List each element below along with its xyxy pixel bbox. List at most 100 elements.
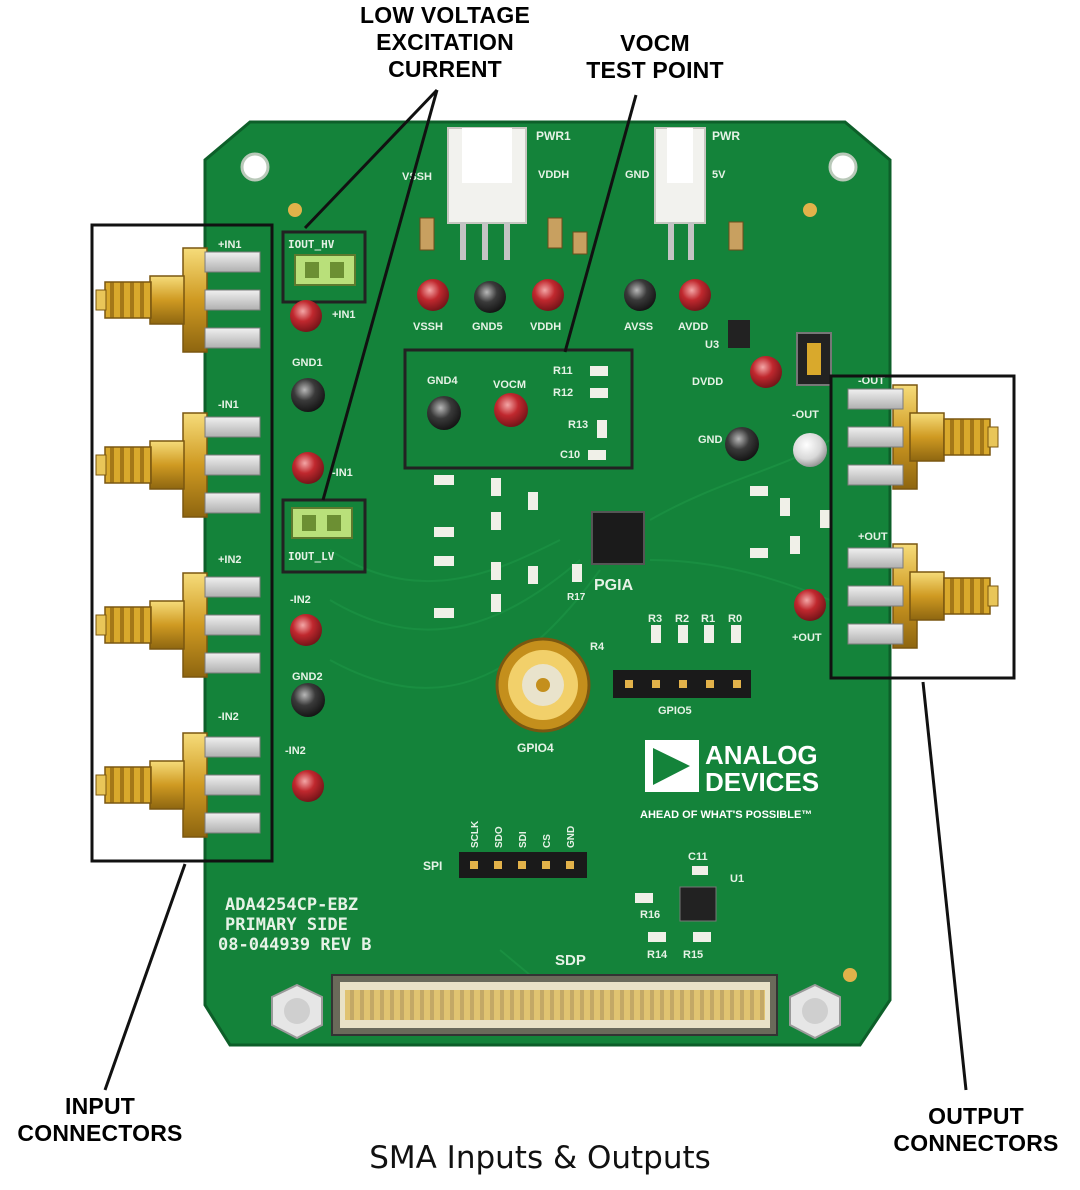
output-sma-connector-2: [847, 543, 999, 649]
c11-label: C11: [688, 851, 708, 863]
tp-label-gnd2: GND2: [292, 671, 323, 683]
power-capacitors: [419, 217, 744, 255]
callout-vocm-line1: VOCM: [620, 30, 690, 56]
callout-input-connectors: INPUT CONNECTORS: [0, 1093, 200, 1147]
tp-label-vssh: VSSH: [413, 321, 443, 333]
iout-hv-jumper: [281, 230, 367, 304]
u1-passives: [635, 866, 711, 942]
tp-out-minus: [793, 433, 827, 467]
callout-low-voltage-line2: EXCITATION: [376, 29, 514, 55]
iout-lv-jumper: [281, 498, 367, 574]
callout-low-voltage-line3: CURRENT: [388, 56, 502, 82]
callout-low-voltage: LOW VOLTAGE EXCITATION CURRENT: [330, 2, 560, 83]
vssh-top-label: VSSH: [402, 171, 432, 183]
left-test-points: [290, 300, 325, 802]
u1-chip: [679, 886, 717, 922]
input-sma-connector-2: [95, 412, 261, 518]
logo-devices: DEVICES: [705, 767, 819, 797]
tp-dvdd: [750, 356, 782, 388]
callout-input-line2: CONNECTORS: [17, 1120, 183, 1146]
tp-label-avss: AVSS: [624, 321, 653, 333]
input-label-in1p: +IN1: [218, 239, 242, 251]
tp-label-in2m-b: -IN2: [285, 745, 306, 757]
callout-output-line1: OUTPUT: [928, 1103, 1024, 1129]
tp-label-gnd5: GND5: [472, 321, 503, 333]
spi-pin-gnd: GND: [566, 826, 577, 848]
r17-label: R17: [567, 592, 586, 603]
pwr-label: PWR: [712, 129, 740, 143]
out-minus-tp-label: -OUT: [792, 409, 819, 421]
pwr1-label: PWR1: [536, 129, 571, 143]
input-sma-connector-4: [95, 732, 261, 838]
input-connectors-box: [90, 223, 274, 863]
callout-low-voltage-line1: LOW VOLTAGE: [360, 2, 530, 28]
callout-lines: [103, 88, 968, 1091]
pwr-connector: [654, 127, 706, 260]
callout-vocm: VOCM TEST POINT: [560, 30, 750, 84]
tp-out-plus: [794, 589, 826, 621]
tp-gnd-right: [725, 427, 759, 461]
gpio5-header: [613, 670, 751, 698]
logo-analog: ANALOG: [705, 740, 818, 770]
board-name-line3: 08-044939 REV B: [218, 935, 372, 955]
tp-label-in1m: -IN1: [332, 467, 353, 479]
u3-label: U3: [705, 339, 719, 351]
dvdd-label: DVDD: [692, 376, 723, 388]
spi-label: SPI: [423, 859, 442, 873]
c10-label: C10: [560, 449, 580, 461]
5v-label: 5V: [712, 169, 726, 181]
vddh-top-label: VDDH: [538, 169, 569, 181]
output-sma-connector-1: [847, 384, 999, 490]
input-sma-connector-3: [95, 572, 261, 678]
input-label-in1m: -IN1: [218, 399, 239, 411]
output-label-plus: +OUT: [858, 531, 888, 543]
u1-label: U1: [730, 873, 744, 885]
figure-caption: SMA Inputs & Outputs: [369, 1140, 711, 1176]
sdp-label: SDP: [555, 952, 586, 969]
r12-label: R12: [553, 387, 573, 399]
input-sma-connector-1: [95, 247, 261, 353]
tp-label-in2m-a: -IN2: [290, 594, 311, 606]
r11-label: R11: [553, 365, 573, 377]
u3-chip: [728, 320, 750, 348]
gnd-right-label: GND: [698, 434, 723, 446]
output-connectors-box: [829, 374, 1016, 680]
r2-label: R2: [675, 613, 689, 625]
top-test-points: [417, 279, 711, 313]
out-plus-tp-label: +OUT: [792, 632, 822, 644]
pgia-label: PGIA: [594, 577, 634, 594]
board-name-line2: PRIMARY SIDE: [225, 915, 348, 935]
tp-gnd4: [427, 396, 461, 430]
spi-pin-sdo: SDO: [494, 826, 505, 848]
spi-pin-sdi: SDI: [518, 831, 529, 848]
vocm-passives: [588, 366, 608, 460]
tp-label-vddh: VDDH: [530, 321, 561, 333]
pgia-chip: [591, 511, 645, 565]
jumper-right: [796, 332, 832, 386]
r15-label: R15: [683, 949, 703, 961]
output-label-minus: -OUT: [858, 375, 885, 387]
tp-vocm: [494, 393, 528, 427]
spi-header: [459, 852, 587, 878]
sdp-connector: [331, 974, 778, 1036]
input-label-in2p: +IN2: [218, 554, 242, 566]
r1-label: R1: [701, 613, 715, 625]
output-sma-group: [847, 384, 999, 649]
vocm-tp-label: VOCM: [493, 379, 526, 391]
input-sma-group: [95, 247, 261, 838]
gpio4-connector: [495, 637, 591, 733]
gpio4-label: GPIO4: [517, 741, 554, 755]
pwr1-connector: [447, 127, 527, 260]
spi-pin-cs: CS: [542, 834, 553, 848]
gnd4-label: GND4: [427, 375, 458, 387]
gnd-top-label: GND: [625, 169, 650, 181]
r4-label: R4: [590, 641, 605, 653]
mounting-holes: [240, 152, 858, 982]
analog-devices-logo: [645, 740, 699, 792]
r13-label: R13: [568, 419, 588, 431]
vocm-box: [403, 348, 634, 470]
r3-label: R3: [648, 613, 662, 625]
gpio5-label: GPIO5: [658, 705, 692, 717]
tp-label-in1p: +IN1: [332, 309, 356, 321]
